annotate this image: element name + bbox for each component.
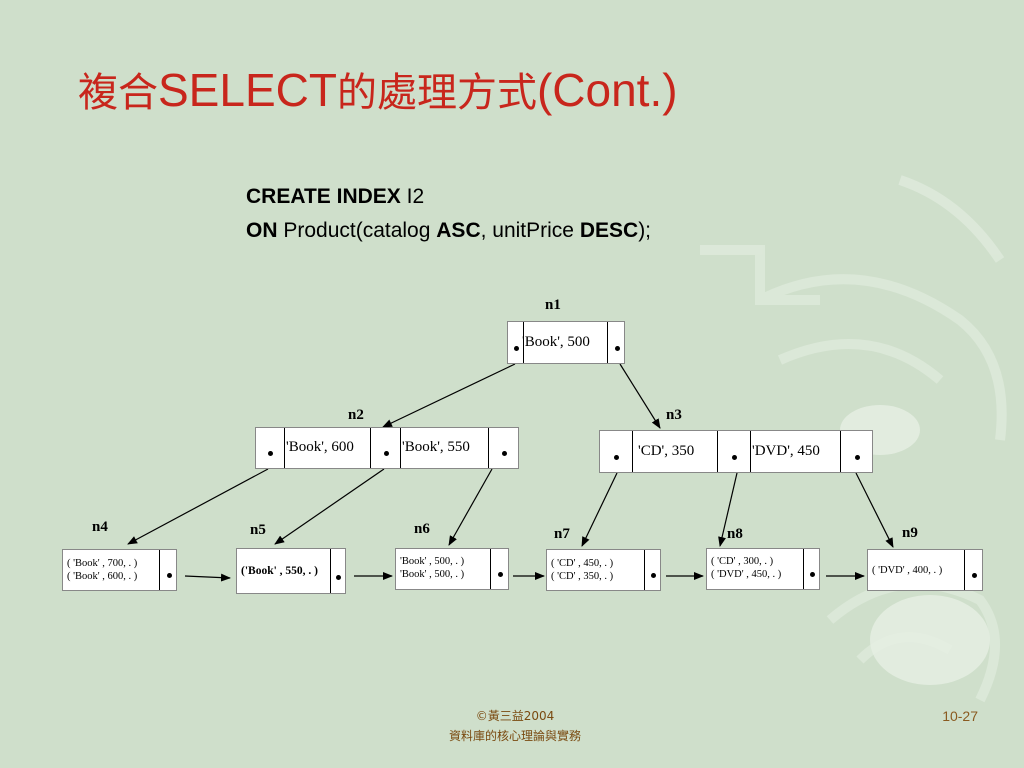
node-label-n8: n8 [727,526,743,542]
pointer-dot [718,431,750,472]
pointer-dot [371,428,401,468]
page-number: 10-27 [942,708,978,724]
sql-keyword-on: ON [246,219,278,242]
leaf-entry: ( 'DVD' , 400, . ) [872,565,943,576]
slide-title: 複合SELECT的處理方式(Cont.) [78,60,678,123]
pointer-dot [965,550,984,590]
title-cont: (Cont.) [536,64,678,116]
node-key: 'Book', 550 [402,439,470,455]
leaf-entry: 'Book' , 500, . ) [400,556,465,567]
node-key: 'DVD', 450 [752,443,820,459]
leaf-entry: ( 'CD' , 450, . ) [551,558,614,569]
title-select: SELECT [158,64,337,116]
leaf-entry: ('Book' , 550, . ) [241,565,318,577]
node-key: 'Book', 600 [286,439,354,455]
pointer-dot [160,550,178,590]
edge-n1-n3 [619,363,661,429]
node-divider [523,322,524,363]
node-key: 'CD', 350 [638,443,695,459]
edge-n2-n6 [448,468,493,546]
node-divider [644,550,645,590]
tree-leaf-n8: ( 'CD' , 300, . ) ( 'DVD' , 450, . ) [706,548,820,590]
tree-node-n3: 'CD', 350 'DVD', 450 [599,430,873,473]
sql-statement: CREATE INDEX I2 ON Product(catalog ASC, … [246,180,651,248]
edge-n3-n7 [581,472,618,547]
leaf-entry: ( 'CD' , 350, . ) [551,571,614,582]
sql-keyword-desc: DESC [579,219,639,242]
sql-end: ); [638,219,652,242]
node-divider [159,550,160,590]
tree-leaf-n6: 'Book' , 500, . ) 'Book' , 500, . ) [395,548,509,590]
node-divider [330,549,331,593]
leaf-entry: ( 'CD' , 300, . ) [711,556,774,567]
pointer-dot [804,549,821,589]
pointer-dot [330,549,347,593]
node-key: 'Book', 500 [522,334,590,350]
pointer-dot [841,431,874,472]
sql-keyword-asc: ASC [436,219,481,242]
edge-n3-n8 [718,472,738,547]
edge-n3-n9 [855,472,894,548]
pointer-dot [645,550,662,590]
edge-n2-n4 [127,468,269,545]
tree-node-n2: 'Book', 600 'Book', 550 [255,427,519,469]
pointer-dot [508,322,524,363]
tree-leaf-n4: ( 'Book' , 700, . ) ( 'Book' , 600, . ) [62,549,177,591]
node-label-n9: n9 [902,525,918,541]
node-label-n2: n2 [348,407,364,423]
node-divider [632,431,633,472]
sql-index-name: I2 [400,185,425,208]
node-divider [717,431,718,472]
pointer-dot [608,322,626,363]
tree-leaf-n9: ( 'DVD' , 400, . ) [867,549,983,591]
edge-n1-n2 [382,363,516,428]
node-divider [803,549,804,589]
title-cjk-part2: 的處理方式 [336,70,537,116]
node-divider [964,550,965,590]
node-label-n6: n6 [414,521,430,537]
node-divider [840,431,841,472]
sql-column-part: , unitPrice [480,219,580,242]
leaf-entry: ( 'Book' , 700, . ) [67,558,138,569]
node-divider [370,428,371,468]
pointer-dot [600,431,632,472]
node-label-n3: n3 [666,407,682,423]
node-label-n4: n4 [92,519,108,535]
edge-n4-n5 [184,573,231,582]
pointer-dot [256,428,284,468]
tree-leaf-n7: ( 'CD' , 450, . ) ( 'CD' , 350, . ) [546,549,661,591]
node-divider [400,428,401,468]
sql-line-1: CREATE INDEX I2 [246,180,651,214]
footer-copyright: ©黃三益2004 [475,709,555,723]
leaf-entry: ( 'DVD' , 450, . ) [711,569,782,580]
pointer-dot [491,549,510,589]
node-divider [488,428,489,468]
title-cjk-part1: 複合 [78,70,158,116]
leaf-entry: 'Book' , 500, . ) [400,569,465,580]
node-label-n5: n5 [250,522,266,538]
pointer-dot [489,428,520,468]
tree-leaf-n5: ('Book' , 550, . ) [236,548,346,594]
sql-table-part: Product(catalog [277,219,437,242]
slide-footer: ©黃三益2004 資料庫的核心理論與實務 [400,706,630,746]
node-divider [284,428,285,468]
tree-node-n1: 'Book', 500 [507,321,625,364]
footer-book-title: 資料庫的核心理論與實務 [448,729,581,743]
sql-line-2: ON Product(catalog ASC, unitPrice DESC); [246,214,651,248]
edge-n2-n5 [274,468,385,545]
leaf-entry: ( 'Book' , 600, . ) [67,571,138,582]
node-divider [490,549,491,589]
sql-keyword-create-index: CREATE INDEX [246,185,401,208]
node-divider [750,431,751,472]
node-label-n1: n1 [545,297,561,313]
node-divider [607,322,608,363]
node-label-n7: n7 [554,526,570,542]
